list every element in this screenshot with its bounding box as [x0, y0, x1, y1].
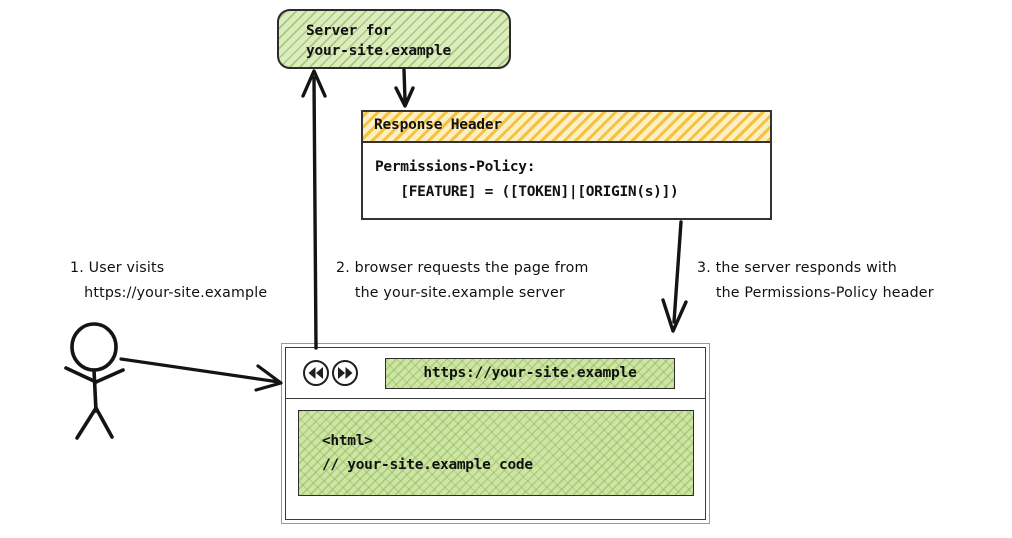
browser-window-inner: https://your-site.example <html> // your-… — [285, 347, 706, 520]
annotation-step-1: 1. User visits https://your-site.example — [70, 256, 267, 306]
browser-page-viewport: <html> // your-site.example code — [286, 399, 705, 519]
annotation-step-2: 2. browser requests the page from the yo… — [336, 256, 589, 306]
response-header-title-bar: Response Header — [363, 112, 770, 143]
page-source-text: <html> // your-site.example code — [322, 429, 533, 477]
fast-forward-icon[interactable] — [332, 360, 358, 386]
response-header-body: Permissions-Policy: [FEATURE] = ([TOKEN]… — [363, 143, 770, 205]
annotation-step-1-line1: 1. User visits — [70, 260, 165, 276]
annotation-step-1-line2: https://your-site.example — [70, 285, 268, 301]
server-label-line2: your-site.example — [306, 43, 452, 59]
permissions-policy-value: [FEATURE] = ([TOKEN]|[ORIGIN(s)]) — [375, 184, 679, 200]
server-box: Server for your-site.example — [277, 9, 511, 69]
url-address-bar[interactable]: https://your-site.example — [385, 358, 675, 389]
page-source-box: <html> // your-site.example code — [298, 410, 694, 496]
response-header-title: Response Header — [374, 117, 502, 133]
page-source-line1: <html> — [322, 433, 373, 449]
arrow-user-to-browser — [119, 357, 283, 392]
url-text: https://your-site.example — [423, 365, 637, 381]
permissions-policy-key: Permissions-Policy: — [375, 159, 536, 175]
stick-figure-user — [64, 322, 125, 440]
arrow-server-to-response-header — [394, 68, 415, 108]
server-label-line1: Server for — [306, 23, 392, 39]
annotation-step-2-line1: 2. browser requests the page from — [336, 260, 589, 276]
arrow-browser-to-server — [301, 69, 327, 350]
browser-window: https://your-site.example <html> // your-… — [281, 343, 710, 524]
annotation-step-3-line2: the Permissions-Policy header — [697, 285, 934, 301]
response-header-box: Response Header Permissions-Policy: [FEA… — [361, 110, 772, 220]
page-source-line2: // your-site.example code — [322, 457, 533, 473]
browser-toolbar: https://your-site.example — [286, 348, 705, 399]
rewind-icon[interactable] — [303, 360, 329, 386]
annotation-step-3-line1: 3. the server responds with — [697, 260, 897, 276]
annotation-step-3: 3. the server responds with the Permissi… — [697, 256, 934, 306]
annotation-step-2-line2: the your-site.example server — [336, 285, 565, 301]
arrow-response-header-to-browser — [661, 220, 688, 333]
